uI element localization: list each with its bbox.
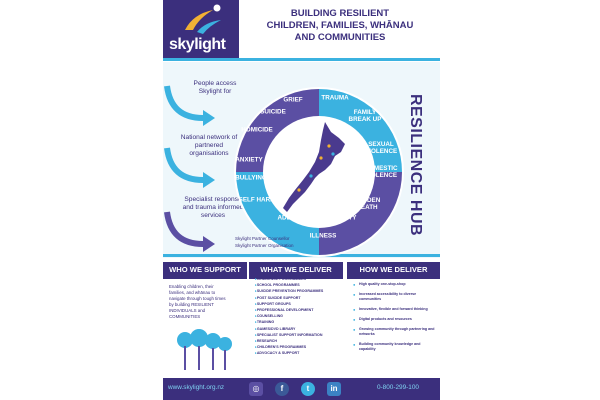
list-item: GAMES/DVD LIBRARY	[255, 326, 337, 332]
list-item: SCHOOL PROGRAMMES	[255, 282, 337, 288]
page-title: BUILDING RESILIENT CHILDREN, FAMILIES, W…	[243, 8, 437, 44]
flow-step-2: National network of partnered organisati…	[180, 134, 238, 157]
ring-label-bullying: BULLYING	[235, 174, 267, 182]
instagram-icon[interactable]: ◎	[249, 382, 263, 396]
list-item: RESEARCH	[255, 338, 337, 344]
divider-stripe	[163, 254, 440, 257]
title-line-2: CHILDREN, FAMILIES, WHĀNAU	[266, 20, 414, 31]
title-line-3: AND COMMUNITIES	[294, 32, 386, 43]
list-item: High quality one-stop-shop	[353, 282, 437, 287]
poster: skylight BUILDING RESILIENT CHILDREN, FA…	[163, 0, 440, 400]
list-item: SUPPORT GROUPS	[255, 301, 337, 307]
map-legend-organisation: Skylight Partner Organisation	[235, 243, 294, 248]
list-item: RESILIENCE PROGRAMMES	[255, 276, 337, 282]
map-legend-counsellor: Skylight Partner Counsellor	[235, 236, 290, 241]
list-item: Growing community through partnering and…	[353, 327, 437, 337]
ring-label-anxiety: ANXIETY	[235, 156, 263, 164]
phone-number[interactable]: 0-800-299-100	[377, 384, 419, 391]
list-item: POST SUICIDE SUPPORT	[255, 295, 337, 301]
who-we-support-text: Enabling children, their families, and w…	[169, 284, 226, 319]
flow-arrows	[164, 85, 215, 252]
what-we-deliver-list: RESILIENCE PROGRAMMES SCHOOL PROGRAMMES …	[255, 276, 337, 357]
list-item: CHILDREN'S PROGRAMMES	[255, 344, 337, 350]
facebook-icon[interactable]: f	[275, 382, 289, 396]
who-we-support-heading: WHO WE SUPPORT	[163, 262, 247, 279]
list-item: SUICIDE PREVENTION PROGRAMMES	[255, 288, 337, 294]
ring-label-family-break-up: FAMILY BREAK UP	[348, 109, 382, 123]
list-item: Innovative, flexible and forward thinkin…	[353, 307, 437, 312]
logo-text: skylight	[169, 36, 226, 53]
ring-label-illness: ILLNESS	[309, 232, 337, 240]
ring-label-homicide: HOMICIDE	[241, 126, 273, 134]
what-we-deliver-heading: WHAT WE DELIVER	[249, 262, 343, 279]
list-item: COUNSELLING	[255, 313, 337, 319]
ring-label-sexual-violence: SEXUAL VIOLENCE	[365, 141, 398, 155]
linkedin-icon[interactable]: in	[327, 382, 341, 396]
logo-swoosh-icon	[185, 4, 221, 34]
list-item: Building community knowledge and capabil…	[353, 342, 437, 352]
logo[interactable]: skylight	[163, 0, 239, 60]
twitter-icon[interactable]: t	[301, 382, 315, 396]
resilience-hub-diagram: GRIEF TRAUMA FAMILY BREAK UP SEXUAL VIOL…	[233, 86, 405, 258]
how-we-deliver-list: High quality one-stop-shop Increased acc…	[353, 282, 437, 357]
ring-label-self-harm: SELF HARM	[238, 196, 276, 204]
divider-stripe	[163, 58, 440, 61]
header: skylight BUILDING RESILIENT CHILDREN, FA…	[163, 0, 440, 60]
ring-label-grief: GRIEF	[283, 96, 303, 104]
ring-label-disability: DISABILITY	[321, 214, 357, 222]
who-we-support-panel: WHO WE SUPPORT Enabling children, their …	[163, 262, 247, 378]
ring-label-sudden-death: SUDDEN DEATH	[353, 197, 381, 211]
footer: www.skylight.org.nz ◎ f t in 0-800-299-1…	[163, 378, 440, 400]
how-we-deliver-heading: HOW WE DELIVER	[347, 262, 440, 279]
list-item: Increased accessibility to diverse commu…	[353, 292, 437, 302]
website-link[interactable]: www.skylight.org.nz	[168, 384, 225, 391]
flow-step-1: People access Skylight for	[193, 80, 237, 95]
hub-ring	[234, 87, 404, 257]
list-item: ADVOCACY & SUPPORT	[255, 350, 337, 356]
list-item: PROFESSIONAL DEVELOPMENT	[255, 307, 337, 313]
ring-label-trauma: TRAUMA	[321, 94, 349, 102]
trees-icon	[177, 329, 232, 370]
list-item: SPECIALIST SUPPORT INFORMATION	[255, 332, 337, 338]
ring-label-domestic-violence: DOMESTIC VIOLENCE	[364, 165, 398, 179]
hub-title-text: RESILIENCE HUB	[407, 93, 424, 237]
list-item: Digital products and resources	[353, 317, 437, 322]
list-item: TRAINING	[255, 319, 337, 325]
ring-label-addiction: ADDICTION	[277, 214, 313, 222]
flow-step-3: Specialist response and trauma informed …	[182, 196, 244, 219]
ring-label-suicide: SUICIDE	[260, 108, 286, 116]
hub-title: RESILIENCE HUB	[395, 90, 435, 240]
title-line-1: BUILDING RESILIENT	[290, 8, 390, 19]
